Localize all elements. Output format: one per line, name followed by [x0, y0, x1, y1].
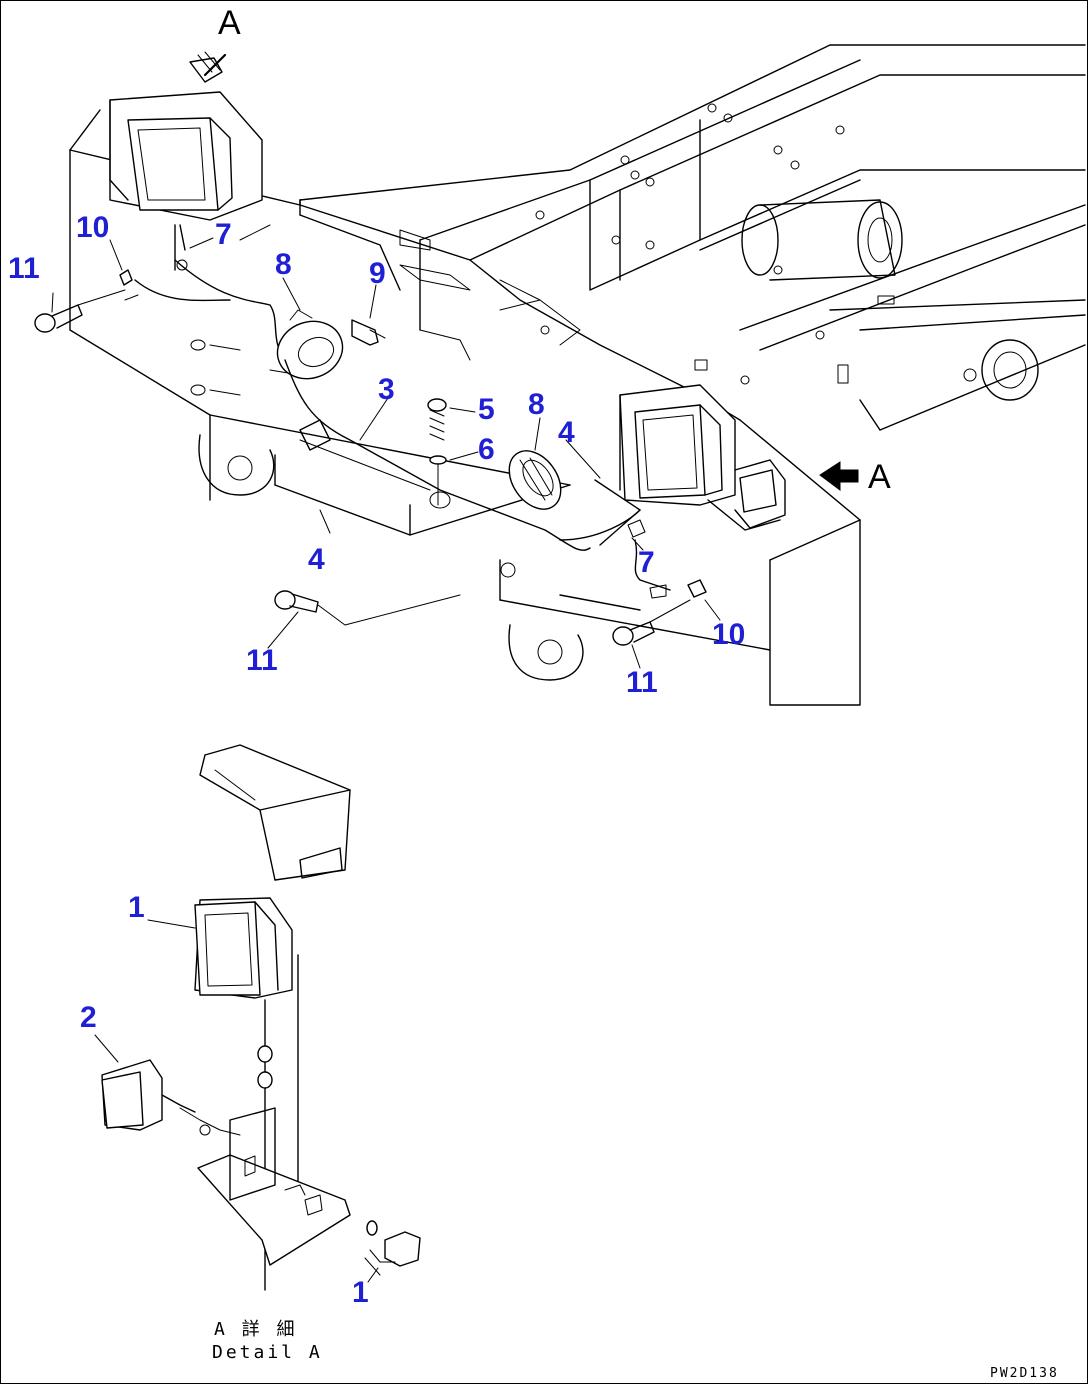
callout-11-middle: 11: [246, 644, 278, 677]
callout-7-right: 7: [638, 546, 655, 579]
view-mark-top: A: [218, 4, 241, 42]
callout-10-left: 10: [76, 211, 110, 244]
view-arrow-top: [189, 51, 227, 83]
callout-4-left: 4: [308, 543, 325, 576]
middle-mounting-bolt: [274, 590, 461, 626]
right-mounting-bolt: [612, 579, 707, 646]
callout-5: 5: [478, 393, 495, 426]
callout-1-lamp: 1: [128, 891, 145, 924]
bolt-5-washer-6: [427, 398, 447, 506]
callout-8-right: 8: [528, 388, 545, 421]
view-mark-right: A: [868, 458, 891, 496]
detail-caption-en: Detail A: [212, 1342, 323, 1363]
callout-10-right: 10: [712, 618, 746, 651]
callout-4-right: 4: [558, 416, 575, 449]
left-work-lamp: [109, 91, 301, 361]
callout-11-left: 11: [8, 252, 40, 285]
drawing-code: PW2D138: [990, 1366, 1059, 1381]
callout-8-left: 8: [275, 248, 292, 281]
right-horn: [508, 450, 562, 510]
callout-7-left: 7: [215, 218, 232, 251]
detail-a-view: [94, 744, 421, 1291]
bolt-9: [351, 319, 386, 346]
callout-2: 2: [80, 1001, 97, 1034]
left-horn: [276, 309, 344, 380]
callout-1-bolt: 1: [352, 1276, 369, 1309]
detail-caption-jp: A 詳 細: [214, 1319, 298, 1340]
wire-harness: [284, 359, 641, 551]
view-arrow-right: [819, 461, 859, 491]
right-work-lamp: [619, 384, 786, 591]
left-mounting-bolt: [34, 269, 139, 333]
callout-6: 6: [478, 433, 495, 466]
callout-11-right: 11: [626, 666, 658, 699]
callout-3: 3: [378, 373, 395, 406]
callout-9: 9: [369, 257, 386, 290]
leader-lines: [51, 237, 721, 669]
